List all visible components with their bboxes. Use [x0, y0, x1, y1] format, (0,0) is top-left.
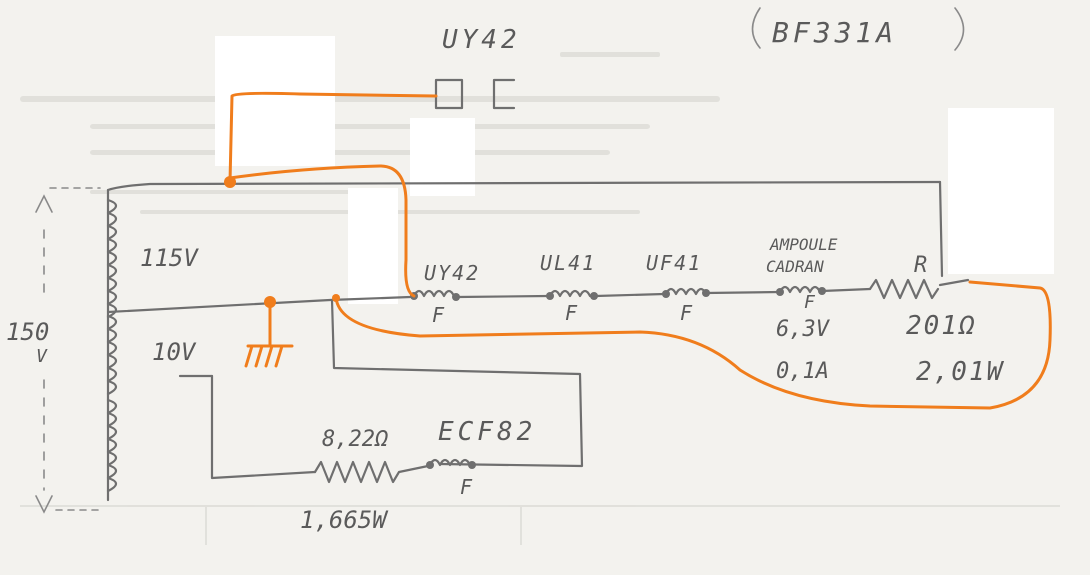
- ecf-resistor: [313, 460, 430, 484]
- dial-lamp-voltage: 6,3V: [776, 317, 831, 342]
- ecf82-branch: 8,22Ω ECF82 F 1,665W: [300, 417, 536, 534]
- transformer: 150 V 115V 10V: [6, 187, 199, 514]
- dropper-resistor: R 201Ω 2,01W: [868, 253, 1005, 387]
- dropper-resistor-name: R: [914, 253, 927, 278]
- ecf-branch-wire: [330, 298, 584, 468]
- tap-10v-label: 10V: [152, 338, 197, 366]
- dial-lamp: AMPOULE CADRAN F 6,3V 0,1A: [766, 235, 838, 384]
- filament-ul41-name: UL41: [540, 251, 596, 275]
- filament-chain-wire: [456, 278, 970, 299]
- dial-lamp-name-line2: CADRAN: [766, 257, 824, 276]
- ecf-left-wire: [210, 374, 317, 480]
- orange-wire-tube: [228, 91, 438, 184]
- dial-lamp-current: 0,1A: [776, 359, 829, 384]
- dial-lamp-name-line1: AMPOULE: [769, 235, 838, 254]
- right-drop-wire: [938, 180, 944, 278]
- blank-patches: [215, 36, 1054, 304]
- filament-uy42: UY42 F: [410, 261, 480, 327]
- total-voltage-unit: V: [36, 346, 48, 367]
- orange-wire-loop: [334, 280, 1052, 410]
- blank-patch: [948, 108, 1054, 274]
- orange-wiring: [224, 91, 1052, 410]
- orange-wire-top: [228, 164, 416, 298]
- model-label: BF331A: [751, 7, 965, 51]
- filament-uf41: UF41 F: [646, 251, 710, 325]
- filament-uf41-name: UF41: [646, 251, 702, 275]
- ecf-filament: [428, 458, 472, 467]
- dial-lamp-mark: F: [804, 292, 816, 313]
- paper-bleedthrough: [20, 52, 1060, 545]
- dropper-resistor-value: 201Ω: [906, 311, 977, 341]
- blank-patch: [348, 188, 398, 304]
- ground-symbol: [244, 296, 294, 368]
- model-label-text: BF331A: [772, 16, 897, 49]
- ecf-resistor-value: 8,22Ω: [322, 427, 389, 452]
- dropper-resistor-power: 2,01W: [916, 357, 1005, 387]
- tap-115v-label: 115V: [140, 244, 199, 272]
- tube-uy42-symbol: UY42: [434, 25, 521, 110]
- middle-rail-wire: [106, 295, 412, 314]
- top-rail-wire: [106, 180, 942, 192]
- filament-ul41-mark: F: [565, 301, 578, 325]
- filament-uy42-name: UY42: [424, 261, 480, 285]
- pencil-wiring: [106, 180, 970, 480]
- blank-patch: [215, 36, 335, 166]
- filament-uf41-mark: F: [680, 301, 693, 325]
- total-voltage-label: 150: [6, 318, 49, 346]
- ecf-resistor-power: 1,665W: [300, 506, 389, 534]
- ecf-tube-name: ECF82: [438, 417, 536, 447]
- filament-uy42-mark: F: [432, 303, 445, 327]
- tube-uy42-title: UY42: [442, 25, 521, 55]
- ecf-mark: F: [460, 475, 473, 499]
- filament-ul41: UL41 F: [540, 251, 598, 325]
